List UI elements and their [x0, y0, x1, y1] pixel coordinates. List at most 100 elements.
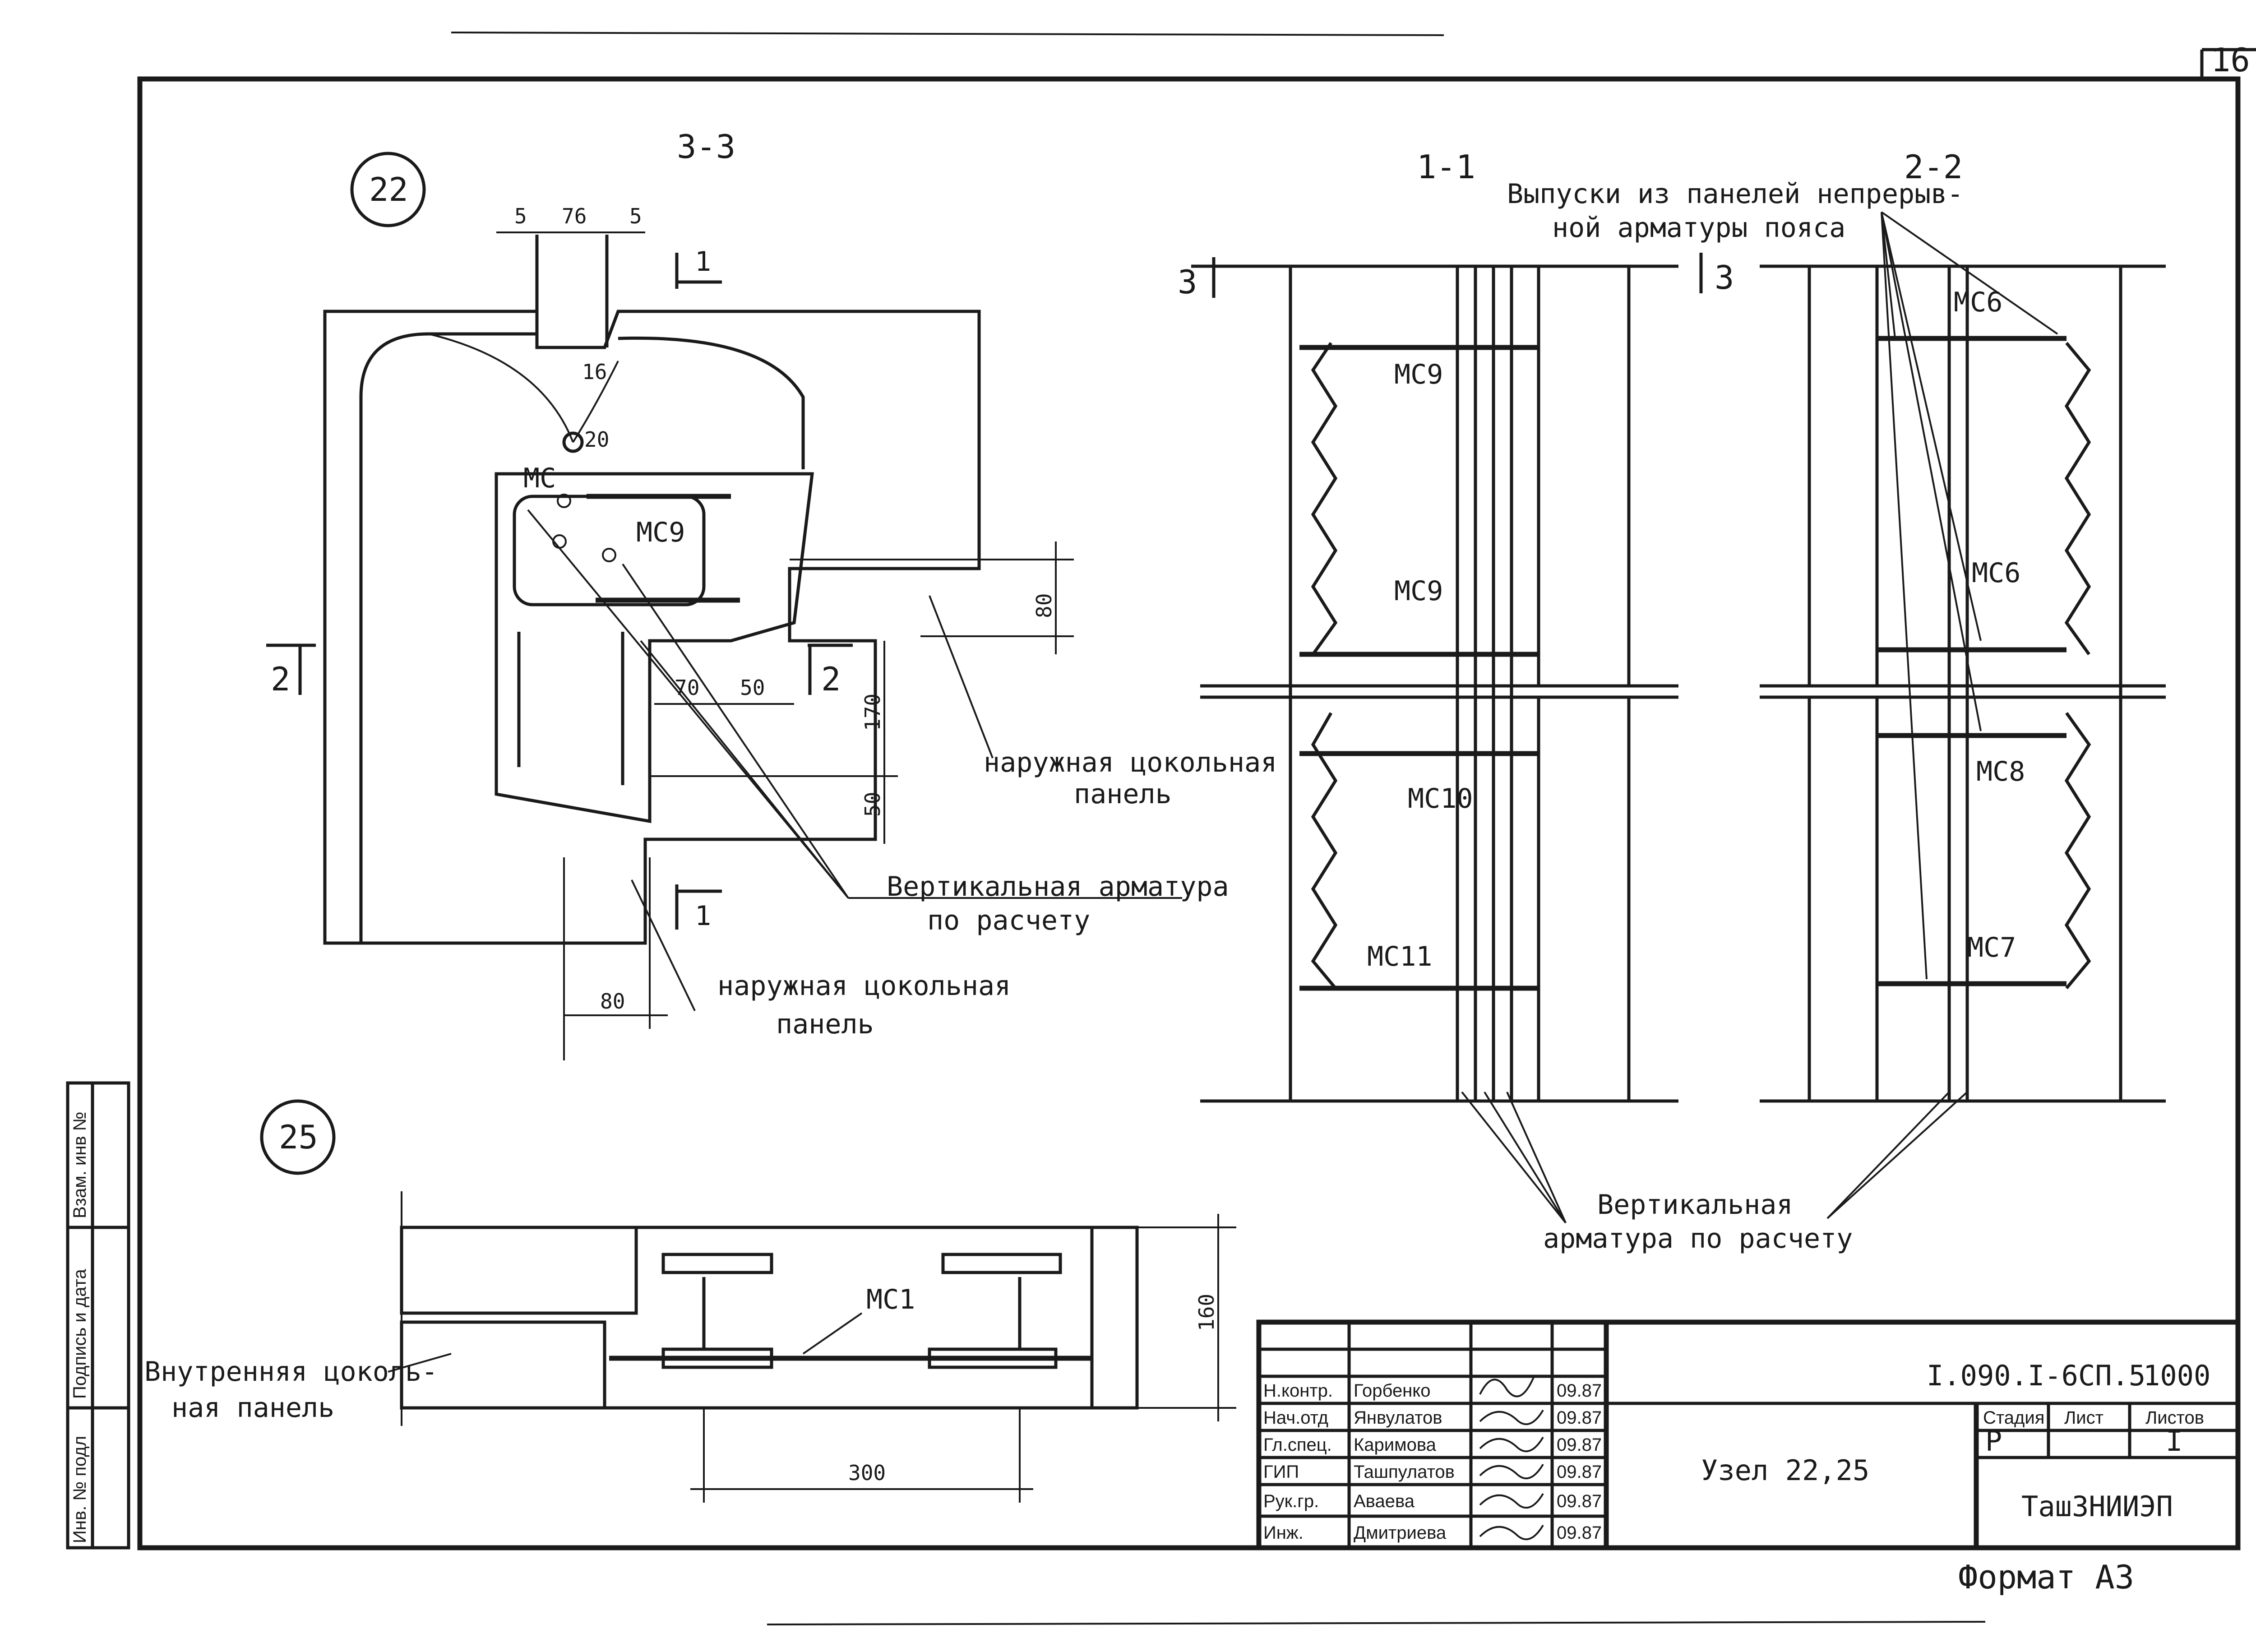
- signature-1: [1479, 1376, 1535, 1397]
- tb-date-2: 09.87: [1557, 1408, 1602, 1428]
- rebar-dot-a: [557, 494, 571, 508]
- tb-title: Узел 22,25: [1701, 1454, 1869, 1487]
- node-22: 22 3-3 5 76 5 16 20 МС МС9 1: [266, 128, 1277, 1060]
- dim-80-vertical: 80: [1032, 593, 1056, 618]
- tb-name-4: Ташпулатов: [1354, 1462, 1455, 1482]
- s22-corrugation-upper: [2064, 342, 2091, 656]
- leader-outer-panel-bottom: [631, 879, 696, 1011]
- dim-160: 160: [1194, 1294, 1219, 1331]
- node-22-label: 22: [369, 171, 408, 208]
- s11-concrete-upper: [1537, 264, 1631, 688]
- tb-stage: Р: [1985, 1425, 2002, 1458]
- tb-date-5: 09.87: [1557, 1491, 1602, 1511]
- leader-outlets-c: [1881, 212, 1982, 641]
- section-1-1: 1-1 МС9 МС9 МС10 МС11 3 3: [1178, 148, 1734, 1103]
- s22-mark-3: МС8: [1976, 756, 2025, 787]
- page-number: 16: [2211, 41, 2250, 79]
- section-1-1-title: 1-1: [1417, 148, 1475, 186]
- leader-vertical-b: [1484, 1091, 1567, 1224]
- node-25-plate-a: [661, 1253, 773, 1274]
- shared-notes: Выпуски из панелей непрерыв- ной арматур…: [1461, 178, 2058, 1254]
- leader-vertical-rebar-c: [640, 640, 849, 899]
- tb-sheet-header: Лист: [2064, 1408, 2103, 1428]
- node-22-panel-void: [495, 472, 814, 824]
- leader-outlets-d: [1881, 212, 1982, 731]
- dim-80-bottom: 80: [600, 989, 625, 1013]
- format-label: Формат А3: [1958, 1558, 2134, 1596]
- tb-role-6: Инж.: [1263, 1523, 1304, 1543]
- s22-corrugation-lower: [2064, 712, 2091, 990]
- node-22-shell-left: [359, 332, 537, 943]
- node-25-plate-b: [941, 1253, 1062, 1274]
- mark-mc: МС: [523, 463, 556, 494]
- joint-node: [562, 431, 584, 453]
- s11-corrugation-upper: [1311, 342, 1338, 656]
- section-2-2-title: 2-2: [1904, 148, 1963, 186]
- node-25-label: 25: [279, 1118, 318, 1156]
- tb-org: ТашЗНИИЭП: [2021, 1490, 2173, 1523]
- leader-outlets-b: [1881, 211, 2058, 335]
- s22-mark-1: МС6: [1954, 287, 2002, 318]
- leader-vertical-rebar-a: [527, 509, 849, 899]
- label-inner-panel-2: ная панель: [171, 1392, 334, 1424]
- tb-name-6: Дмитриева: [1354, 1523, 1447, 1543]
- dim-16: 16: [582, 360, 607, 384]
- cut-3-right-label: 3: [1715, 259, 1734, 296]
- signature-6: [1479, 1524, 1544, 1541]
- signature-5: [1479, 1493, 1544, 1509]
- s22-mark-4: МС7: [1967, 932, 2016, 963]
- stamp-signature-date: Подпись и дата: [70, 1269, 90, 1399]
- node-25-concrete-bottom-left: [400, 1320, 606, 1410]
- note-vertical-2: арматура по расчету: [1543, 1223, 1853, 1254]
- node-22-shell-right: [618, 336, 805, 469]
- leader-outlets-e: [1881, 212, 1928, 980]
- dim-50-vertical: 50: [860, 792, 885, 817]
- stamp-replaced-inv: Взам. инв №: [70, 1111, 90, 1218]
- tb-name-1: Горбенко: [1354, 1381, 1430, 1401]
- cut-1-top-label: 1: [695, 246, 711, 278]
- leader-outlets-a: [1881, 212, 1896, 339]
- tb-doc-suffix: 1000: [2143, 1359, 2210, 1392]
- title-block: Н.контр. Горбенко 09.87 Нач.отд Янвулато…: [1256, 1319, 2241, 1550]
- dim-300: 300: [848, 1461, 886, 1485]
- s11-concrete-lower: [1537, 695, 1631, 1103]
- title-block-frame: [1256, 1319, 2241, 1550]
- section-2-2: 2-2 МС6 МС6 МС8 МС7: [1760, 148, 2166, 1103]
- tb-role-2: Нач.отд: [1263, 1408, 1328, 1428]
- s11-corrugation-lower: [1311, 712, 1338, 990]
- s11-mark-4: МС11: [1367, 941, 1433, 972]
- side-stamp: Инв. № подл Подпись и дата Взам. инв №: [66, 1081, 130, 1550]
- leader-vertical-a: [1461, 1091, 1567, 1224]
- leader-vertical-d: [1826, 1091, 1950, 1219]
- scan-line-top: [451, 32, 1444, 36]
- label-outer-panel-right-2: панель: [1074, 778, 1172, 810]
- s11-mark-3: МС10: [1408, 783, 1473, 814]
- mark-mc9-node22: МС9: [636, 517, 685, 548]
- scan-line-bottom: [767, 1621, 1986, 1625]
- node-25-concrete-top-left: [400, 1226, 638, 1315]
- rebar-loop: [513, 495, 706, 606]
- tb-date-4: 09.87: [1557, 1462, 1602, 1482]
- label-outer-panel-right-1: наружная цокольная: [984, 747, 1277, 778]
- cut-3-left-label: 3: [1178, 263, 1197, 301]
- tb-role-4: ГИП: [1263, 1462, 1299, 1482]
- dim-gap-right: 5: [629, 204, 642, 228]
- tb-date-1: 09.87: [1557, 1381, 1602, 1401]
- note-outlets-2: ной арматуры пояса: [1552, 212, 1845, 244]
- dim-gap-mid: 76: [562, 204, 587, 228]
- cut-2-left-label: 2: [271, 660, 290, 698]
- s11-mark-2: МС9: [1394, 575, 1443, 607]
- dim-50-horizontal: 50: [740, 676, 765, 700]
- dim-170: 170: [860, 694, 885, 731]
- signature-4: [1479, 1463, 1544, 1480]
- note-vertical-1: Вертикальная: [1597, 1189, 1793, 1221]
- section-3-3-title: 3-3: [677, 128, 735, 166]
- cut-1-bottom-label: 1: [695, 900, 711, 932]
- dim-gap-left: 5: [514, 204, 527, 228]
- signature-3: [1479, 1436, 1544, 1453]
- tb-sheets-header: Листов: [2145, 1408, 2204, 1428]
- tb-role-3: Гл.спец.: [1263, 1435, 1332, 1455]
- node-25-mark-leader: [802, 1312, 863, 1355]
- cut-2-right-label: 2: [821, 660, 841, 698]
